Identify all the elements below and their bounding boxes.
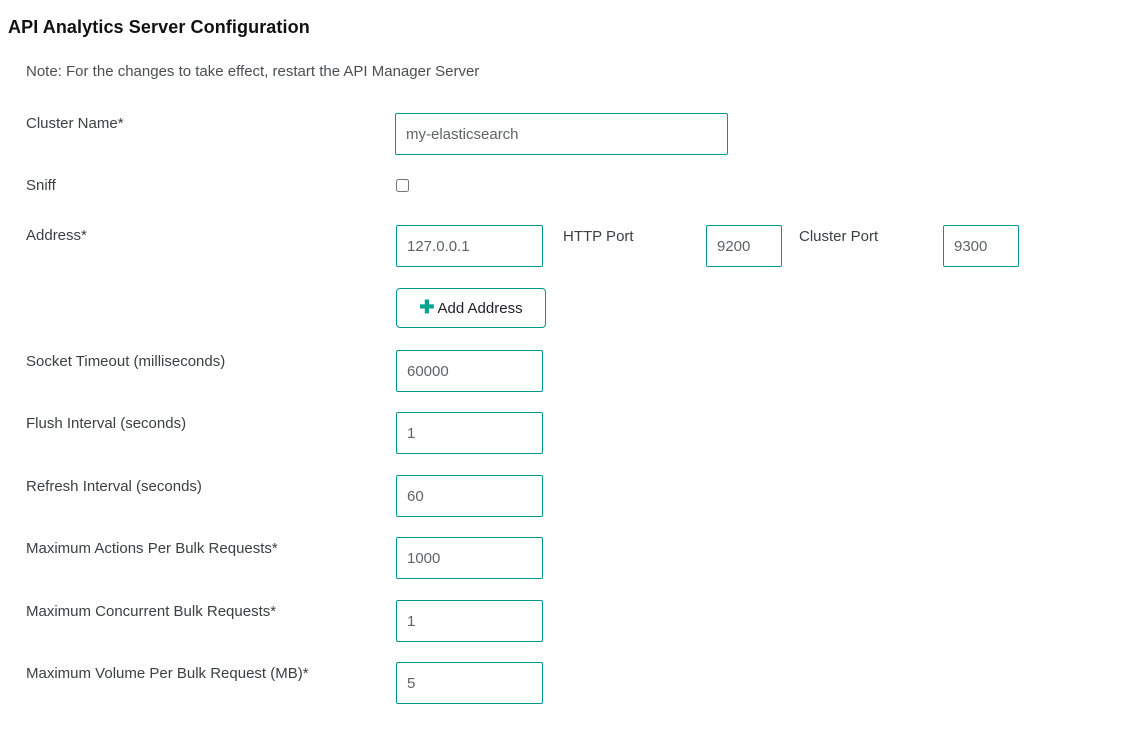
flush-interval-input[interactable] xyxy=(396,412,543,454)
address-input[interactable] xyxy=(396,225,543,267)
cluster-name-label: Cluster Name* xyxy=(26,115,124,132)
http-port-label: HTTP Port xyxy=(563,228,634,245)
flush-interval-label: Flush Interval (seconds) xyxy=(26,415,187,432)
max-concurrent-bulk-input[interactable] xyxy=(396,600,543,642)
address-label: Address* xyxy=(26,227,87,244)
max-actions-per-bulk-label: Maximum Actions Per Bulk Requests* xyxy=(26,540,278,557)
plus-icon: ✚ xyxy=(419,297,435,317)
max-concurrent-bulk-label: Maximum Concurrent Bulk Requests* xyxy=(26,603,277,620)
refresh-interval-input[interactable] xyxy=(396,475,543,517)
cluster-port-label: Cluster Port xyxy=(799,228,879,245)
page-title: API Analytics Server Configuration xyxy=(8,17,310,38)
cluster-name-input[interactable] xyxy=(395,113,728,155)
restart-note: Note: For the changes to take effect, re… xyxy=(26,63,480,80)
add-address-button-label: Add Address xyxy=(437,299,523,317)
max-volume-per-bulk-input[interactable] xyxy=(396,662,543,704)
max-volume-per-bulk-label: Maximum Volume Per Bulk Request (MB)* xyxy=(26,665,309,682)
add-address-button[interactable]: ✚ Add Address xyxy=(396,288,546,328)
max-actions-per-bulk-input[interactable] xyxy=(396,537,543,579)
sniff-checkbox[interactable] xyxy=(396,179,409,192)
socket-timeout-label: Socket Timeout (milliseconds) xyxy=(26,353,226,370)
refresh-interval-label: Refresh Interval (seconds) xyxy=(26,478,202,495)
sniff-label: Sniff xyxy=(26,177,56,194)
cluster-port-input[interactable] xyxy=(943,225,1019,267)
socket-timeout-input[interactable] xyxy=(396,350,543,392)
http-port-input[interactable] xyxy=(706,225,782,267)
